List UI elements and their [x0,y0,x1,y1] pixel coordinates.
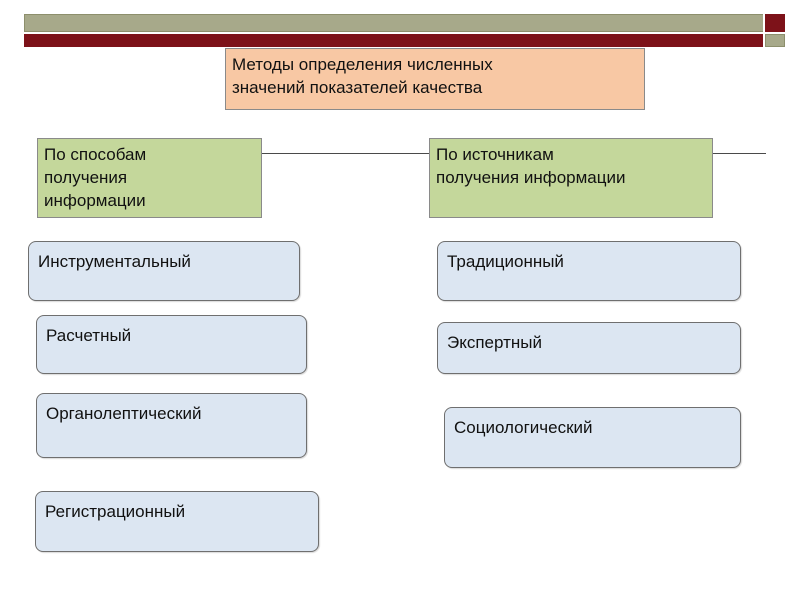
method-sociological: Социологический [444,407,741,468]
header-square-olive [765,34,785,47]
method-calculated: Расчетный [36,315,307,374]
method-organoleptic: Органолептический [36,393,307,458]
category-by-source: По источникам получения информации [429,138,713,218]
connector-line [713,153,766,154]
method-instrumental: Инструментальный [28,241,300,301]
category-by-method: По способам получения информации [37,138,262,218]
header-bar-maroon [24,34,763,47]
header-bar-olive [24,14,763,32]
header-square-maroon [765,14,785,32]
connector-line [262,153,429,154]
diagram-title: Методы определения численных значений по… [225,48,645,110]
method-traditional: Традиционный [437,241,741,301]
method-registration: Регистрационный [35,491,319,552]
method-expert: Экспертный [437,322,741,374]
